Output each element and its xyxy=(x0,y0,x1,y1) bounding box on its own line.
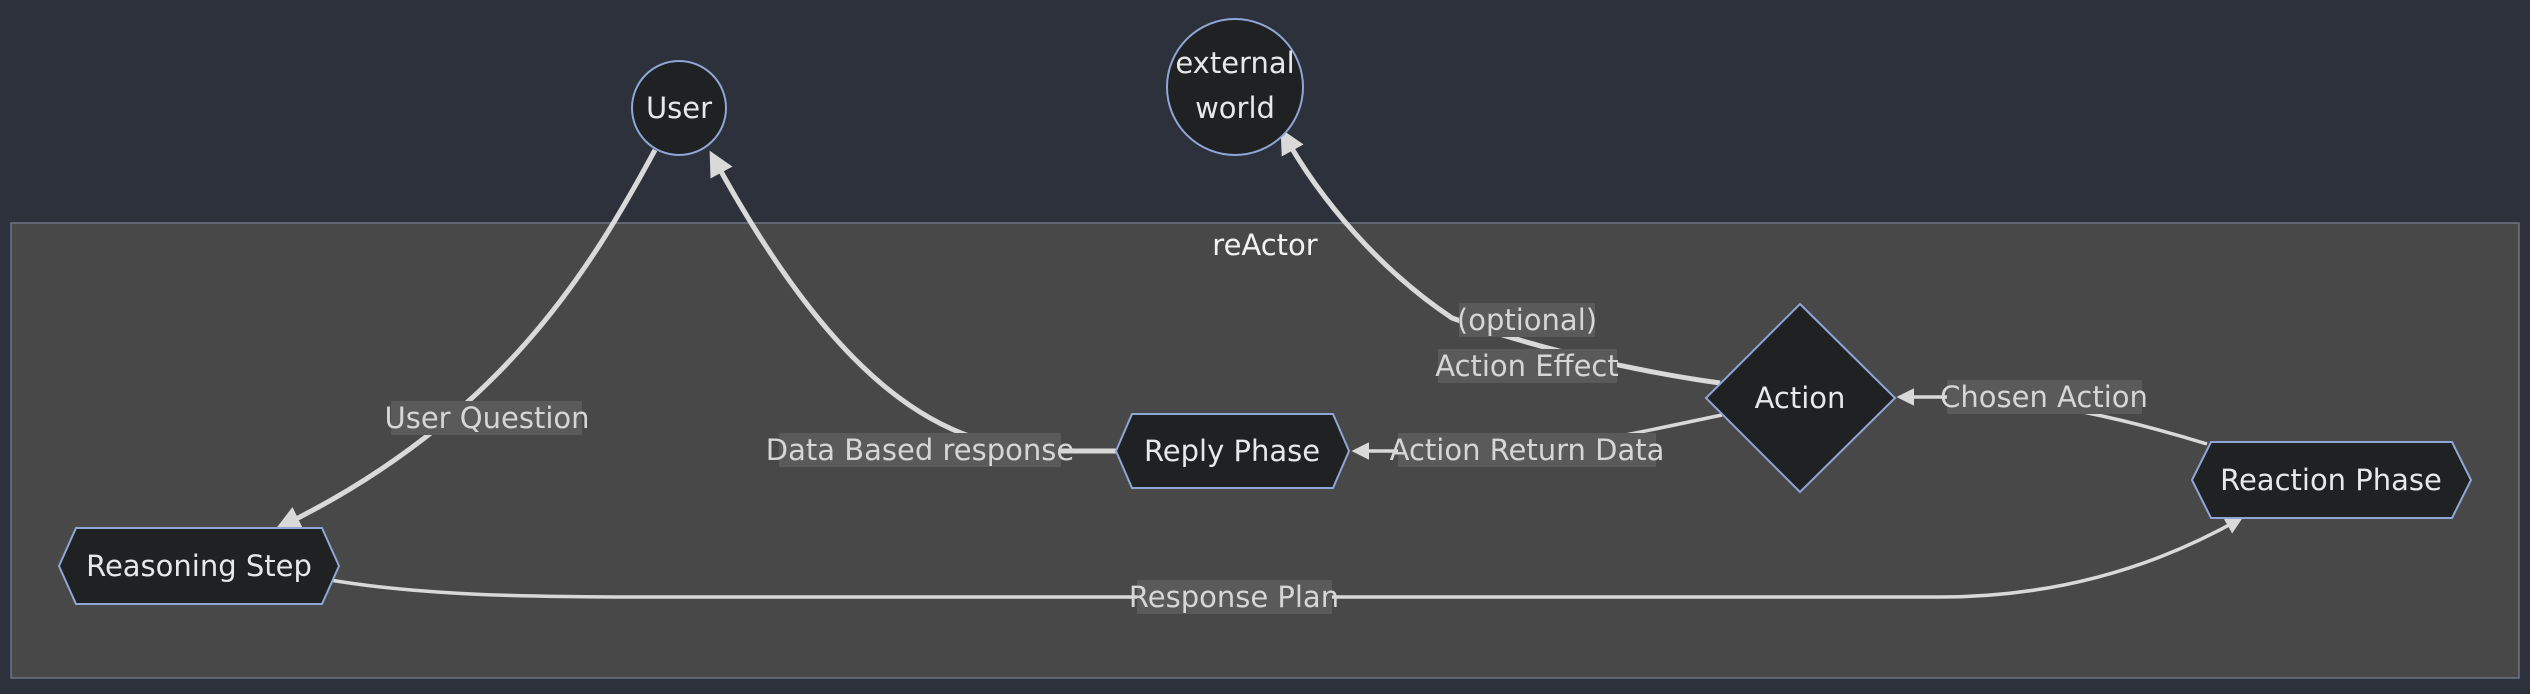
edge-label-action-return: Action Return Data xyxy=(1390,433,1665,467)
user-circle xyxy=(631,60,727,156)
edge-label-bg xyxy=(1398,433,1656,467)
reaction-phase-hexagon xyxy=(2190,441,2473,519)
node-reply-phase[interactable]: Reply Phase xyxy=(1114,413,1351,489)
node-label-external: external xyxy=(1175,46,1294,80)
edge-label-bg xyxy=(1137,580,1332,614)
edge-action-effect xyxy=(1280,128,1721,386)
action-diamond xyxy=(1704,302,1897,494)
edge-labels: User Question Data Based response (optio… xyxy=(384,303,2148,614)
edge-label-action-effect-optional: (optional) xyxy=(1457,303,1597,337)
edge-label-bg xyxy=(1459,303,1595,337)
edge-label-chosen-action: Chosen Action xyxy=(1940,380,2148,414)
edge-user-question xyxy=(275,148,658,530)
edge-label-bg xyxy=(391,401,582,435)
edge-label-data-based-response: Data Based response xyxy=(766,433,1074,467)
edge-label-action-effect: Action Effect xyxy=(1435,349,1619,383)
node-label-reaction: Reaction Phase xyxy=(2220,463,2442,497)
reasoning-step-hexagon xyxy=(57,527,341,605)
node-label-reply: Reply Phase xyxy=(1144,434,1320,468)
edge-label-user-question: User Question xyxy=(384,401,589,435)
node-user[interactable]: User xyxy=(631,60,727,156)
edge-label-bg xyxy=(779,433,1061,467)
edge-label-response-plan: Response Plan xyxy=(1129,580,1339,614)
node-label-world: world xyxy=(1195,91,1275,125)
external-world-circle xyxy=(1166,18,1304,156)
cluster-title: reActor xyxy=(1212,228,1318,262)
node-reasoning-step[interactable]: Reasoning Step xyxy=(57,527,341,605)
edge-label-bg xyxy=(1438,349,1617,383)
node-label-reasoning: Reasoning Step xyxy=(86,549,312,583)
node-label-action: Action xyxy=(1755,381,1846,415)
node-label-user: User xyxy=(646,91,712,125)
edge-label-bg xyxy=(1947,380,2142,414)
node-action[interactable]: Action xyxy=(1704,302,1897,494)
reply-phase-hexagon xyxy=(1114,413,1351,489)
node-reaction-phase[interactable]: Reaction Phase xyxy=(2190,441,2473,519)
node-external-world[interactable]: external world xyxy=(1166,18,1304,156)
